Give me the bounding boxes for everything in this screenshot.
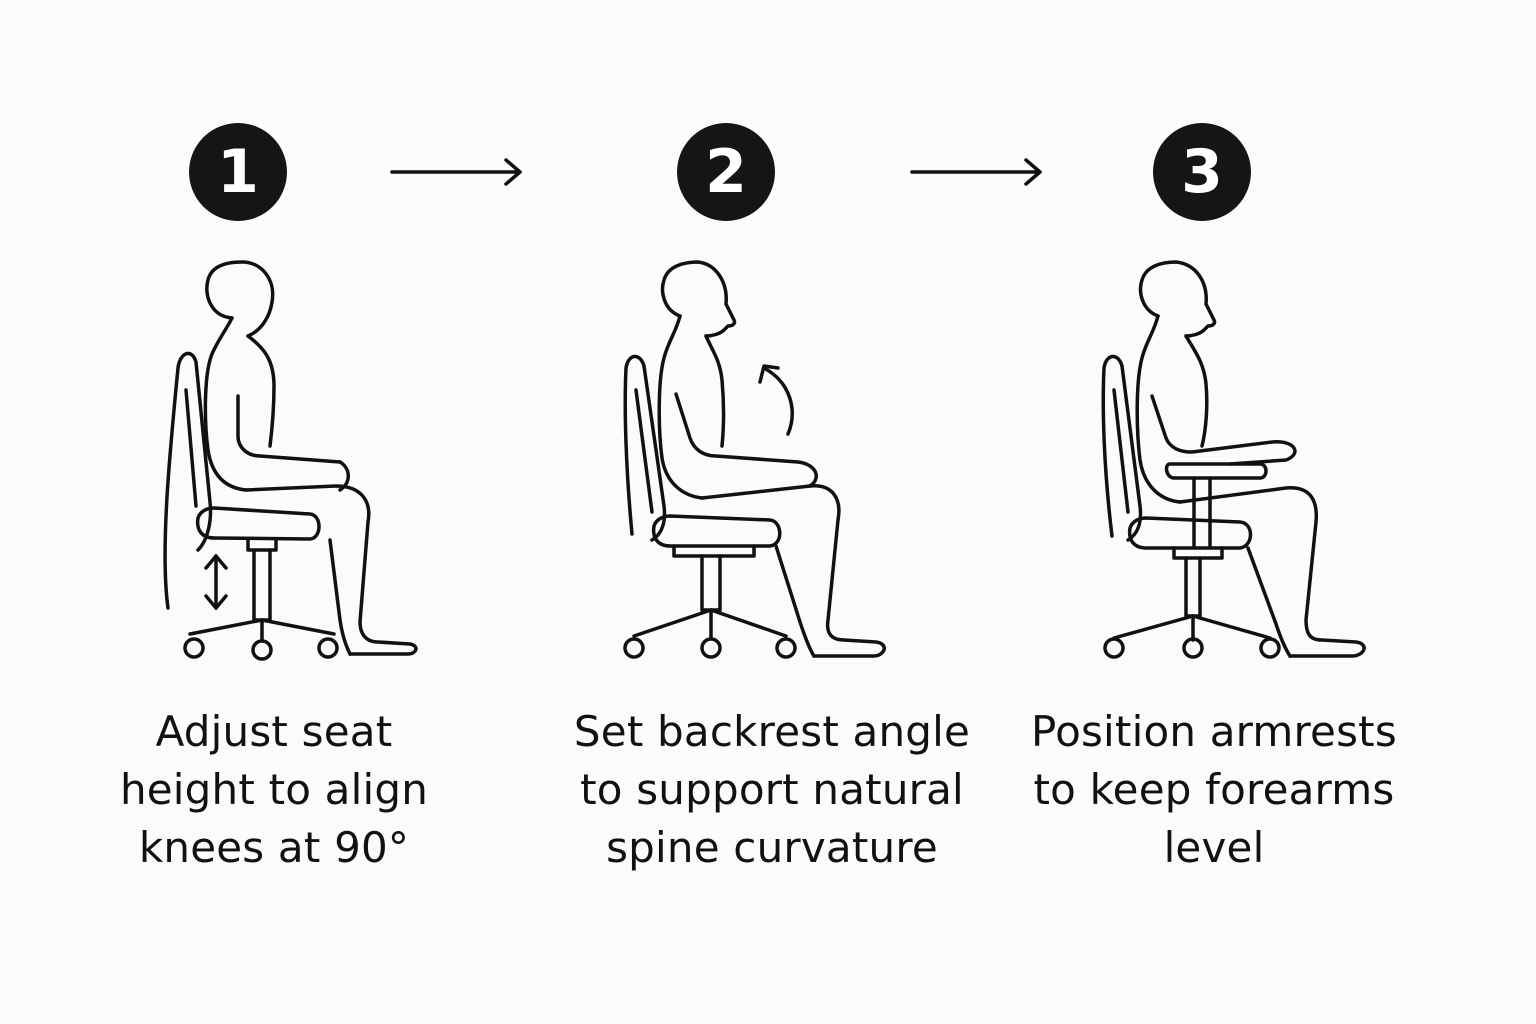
step-1-caption: Adjust seat height to align knees at 90°	[54, 703, 494, 877]
step-3-caption-line-1: Position armrests	[994, 703, 1434, 761]
step-3-caption-line-2: to keep forearms	[994, 761, 1434, 819]
step-1-caption-line-1: Adjust seat	[54, 703, 494, 761]
step-3-number-badge: 3	[1153, 123, 1251, 221]
step-1-caption-line-3: knees at 90°	[54, 819, 494, 877]
step-2-caption: Set backrest angle to support natural sp…	[552, 703, 992, 877]
step-2: 2	[480, 0, 960, 1024]
seated-person-backrest-icon	[480, 250, 960, 670]
step-3-caption-line-3: level	[994, 819, 1434, 877]
step-1-number-badge: 1	[189, 123, 287, 221]
step-1-caption-line-2: height to align	[54, 761, 494, 819]
step-2-number-badge: 2	[677, 123, 775, 221]
step-3-caption: Position armrests to keep forearms level	[994, 703, 1434, 877]
seated-person-height-adjust-icon	[0, 250, 480, 670]
seated-person-armrest-icon	[960, 250, 1440, 670]
step-2-caption-line-1: Set backrest angle	[552, 703, 992, 761]
step-3: 3	[960, 0, 1440, 1024]
step-2-caption-line-3: spine curvature	[552, 819, 992, 877]
step-2-caption-line-2: to support natural	[552, 761, 992, 819]
